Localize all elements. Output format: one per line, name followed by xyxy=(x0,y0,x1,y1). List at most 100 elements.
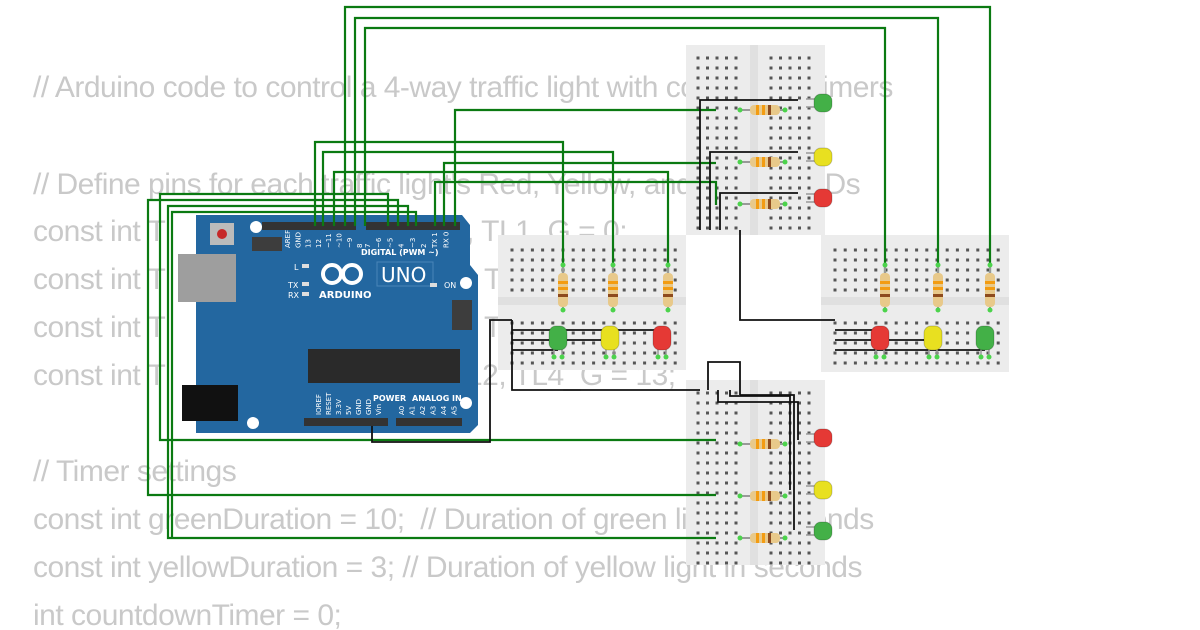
ground-wire[interactable] xyxy=(740,394,795,530)
hole xyxy=(798,176,801,180)
hole xyxy=(904,288,908,292)
hole xyxy=(734,401,738,405)
hole xyxy=(696,96,700,100)
ground-wire[interactable] xyxy=(699,99,798,230)
ground-wire[interactable] xyxy=(511,320,700,391)
hole xyxy=(706,206,709,210)
hole xyxy=(571,268,575,272)
atmega-chip xyxy=(308,349,460,383)
hole xyxy=(673,268,677,272)
hole xyxy=(725,401,728,405)
hole xyxy=(807,196,811,200)
led-green[interactable] xyxy=(548,325,568,360)
signal-wire[interactable] xyxy=(170,210,418,538)
resistor[interactable] xyxy=(737,157,788,167)
hole xyxy=(706,216,709,220)
hole xyxy=(725,511,728,515)
pin-label: ~3 xyxy=(409,238,417,248)
hole xyxy=(696,166,700,170)
hole xyxy=(779,86,782,90)
signal-wire[interactable] xyxy=(353,16,940,285)
hole xyxy=(894,331,898,335)
rx-label: RX xyxy=(288,291,300,300)
resistor[interactable] xyxy=(737,105,788,115)
hole xyxy=(798,421,801,425)
ground-wire[interactable] xyxy=(707,361,741,395)
resistor[interactable] xyxy=(933,262,943,313)
hole xyxy=(779,491,782,495)
signal-wire[interactable] xyxy=(321,150,615,282)
pin-label: RX 0 xyxy=(442,232,450,248)
resistor[interactable] xyxy=(663,262,673,313)
led-red[interactable] xyxy=(870,325,890,360)
arduino-logo-icon xyxy=(321,263,363,285)
led-yellow[interactable] xyxy=(923,325,943,360)
led-green[interactable] xyxy=(975,325,995,360)
led-green[interactable] xyxy=(806,521,833,541)
hole xyxy=(706,66,709,70)
hole xyxy=(612,361,616,365)
signal-wire[interactable] xyxy=(146,198,716,497)
hole xyxy=(706,461,709,465)
resistor[interactable] xyxy=(880,262,890,313)
led-red[interactable] xyxy=(806,188,833,208)
resistor[interactable] xyxy=(737,533,788,543)
signal-wire[interactable] xyxy=(453,108,716,226)
hole xyxy=(725,76,728,80)
hole xyxy=(779,451,782,455)
hole xyxy=(843,258,847,262)
hole xyxy=(945,268,949,272)
hole xyxy=(734,56,738,60)
hole xyxy=(769,186,773,190)
hole xyxy=(725,156,728,160)
hole xyxy=(915,288,919,292)
signal-wire[interactable] xyxy=(313,140,565,282)
resistor[interactable] xyxy=(558,262,568,313)
hole xyxy=(706,196,709,200)
hole xyxy=(894,321,898,325)
hole xyxy=(632,321,636,325)
hole xyxy=(894,351,898,355)
hole xyxy=(602,288,606,292)
hole xyxy=(541,258,545,262)
signal-wire[interactable] xyxy=(433,180,718,226)
hole xyxy=(632,278,636,282)
ground-wire[interactable] xyxy=(739,230,835,321)
resistor[interactable] xyxy=(737,439,788,449)
ground-wire[interactable] xyxy=(371,319,512,443)
ground-wire[interactable] xyxy=(729,390,791,490)
hole xyxy=(663,268,667,272)
signal-wire[interactable] xyxy=(442,161,716,226)
resistor[interactable] xyxy=(737,491,788,501)
ground-wire[interactable] xyxy=(709,151,798,230)
hole xyxy=(807,216,811,220)
led-red[interactable] xyxy=(806,428,833,448)
hole xyxy=(996,268,1000,272)
signal-wire[interactable] xyxy=(158,192,716,442)
hole xyxy=(706,226,709,230)
analog-label: ANALOG IN xyxy=(412,394,462,403)
hole xyxy=(798,96,801,100)
resistor[interactable] xyxy=(985,262,995,313)
led-yellow[interactable] xyxy=(600,325,620,360)
hole xyxy=(769,501,773,505)
hole xyxy=(696,421,700,425)
signal-wire[interactable] xyxy=(363,26,887,285)
hole xyxy=(894,268,898,272)
hole xyxy=(696,431,700,435)
led-yellow[interactable] xyxy=(806,480,833,500)
signal-wire[interactable] xyxy=(343,5,992,285)
hole xyxy=(904,361,908,365)
resistor[interactable] xyxy=(737,199,788,209)
pin-label: ~9 xyxy=(346,238,354,248)
arduino-uno[interactable]: UNO ARDUINO DIGITAL (PWM ~) POWER ANALOG… xyxy=(178,215,478,433)
led-green[interactable] xyxy=(806,93,833,113)
ground-wire[interactable] xyxy=(719,192,798,230)
resistor[interactable] xyxy=(608,262,618,313)
led-red[interactable] xyxy=(652,325,672,360)
hole xyxy=(986,258,990,262)
led-yellow[interactable] xyxy=(806,147,833,167)
ground-wire[interactable] xyxy=(717,390,799,440)
hole xyxy=(788,146,792,150)
